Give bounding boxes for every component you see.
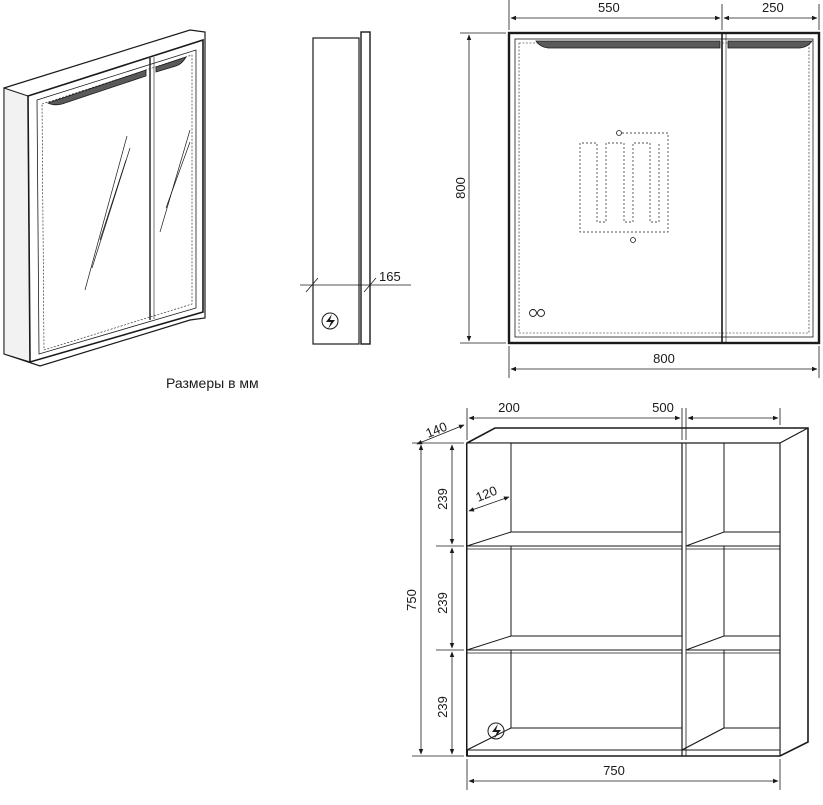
interior-left-section-label: 200 [498,400,520,415]
glass-reflection [84,129,191,291]
front-left-width-label: 550 [598,0,620,15]
interior-pitch-2-label: 239 [435,592,450,614]
front-view: 550 250 800 800 [453,0,821,378]
side-depth-label: 165 [379,269,401,284]
side-view: 165 [300,31,411,345]
heater-icon [579,132,669,233]
interior-height-label: 750 [404,589,419,611]
interior-depth-label: 140 [423,419,449,441]
interior-view: 200 500 140 120 750 239 239 239 750 [404,400,809,790]
front-total-width-label: 800 [653,351,675,366]
interior-pitch-1-label: 239 [435,488,450,510]
power-icon [321,312,339,330]
interior-right-section-label: 500 [652,400,674,415]
perspective-view [3,29,206,367]
front-right-width-label: 250 [762,0,784,15]
power-icon [487,722,505,740]
dimensions-caption: Размеры в мм [166,375,259,391]
front-height-label: 800 [453,177,468,199]
interior-pitch-3-label: 239 [435,696,450,718]
interior-width-label: 750 [603,763,625,778]
sensor-icon [529,309,545,317]
